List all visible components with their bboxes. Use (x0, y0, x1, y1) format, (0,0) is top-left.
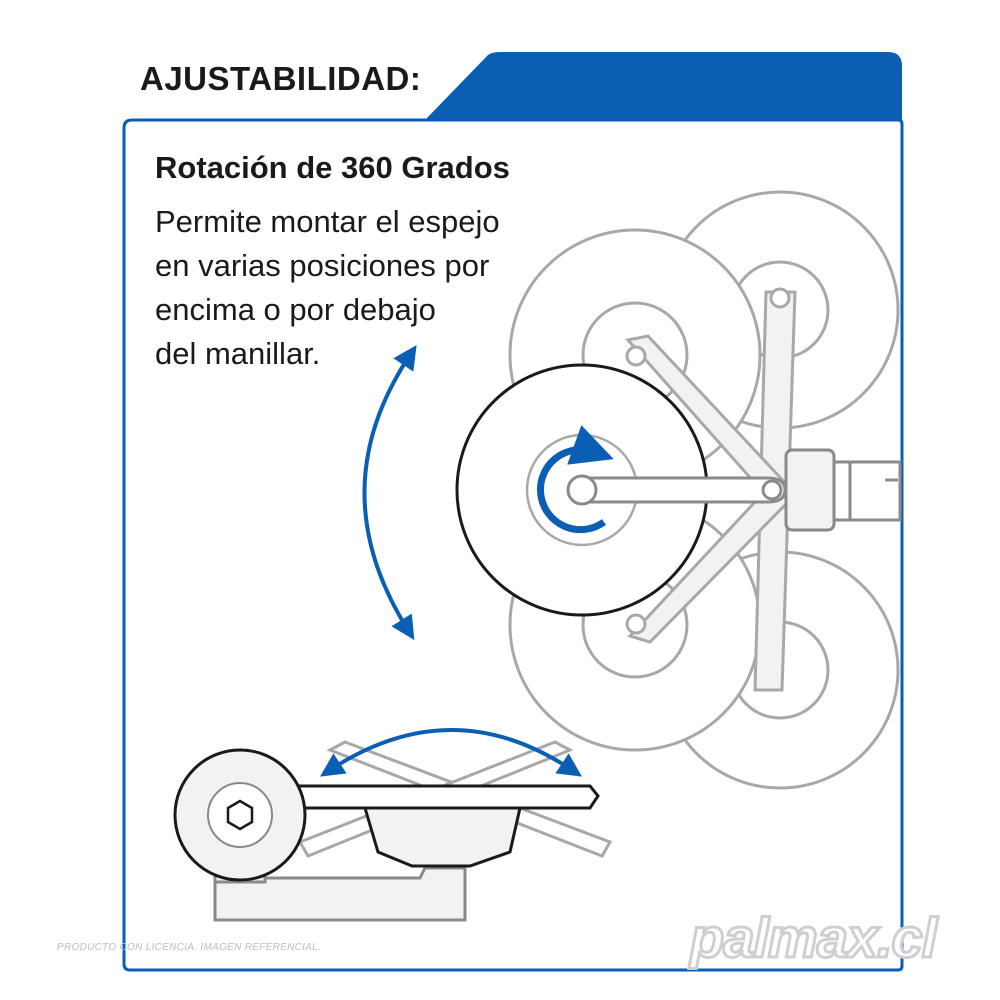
content-frame (122, 118, 904, 972)
side-view-mirror-cup (362, 806, 522, 868)
main-mirror-arm (576, 476, 787, 504)
handlebar-mount (784, 448, 902, 532)
feature-title: Rotación de 360 Grados (155, 150, 510, 185)
description-line: en varias posiciones por (155, 248, 490, 283)
vertical-double-arrow-icon (362, 345, 417, 641)
hex-socket-icon (226, 799, 254, 831)
rotation-arrow-icon (536, 425, 614, 534)
side-view-mirror-mount (173, 740, 613, 922)
feature-description: Permite montar el espejo en varias posic… (155, 200, 555, 376)
side-view-mirror-plate (290, 784, 600, 810)
license-disclaimer: PRODUCTO CON LICENCIA. IMAGEN REFERENCIA… (57, 942, 322, 953)
section-heading: AJUSTABILIDAD: (140, 60, 422, 97)
header-tab (425, 52, 902, 120)
description-line: Permite montar el espejo (155, 204, 500, 239)
side-view-base-bracket (213, 866, 467, 922)
brand-watermark: palmax.cl (688, 905, 938, 971)
description-line: del manillar. (155, 336, 321, 371)
horizontal-double-arrow-icon (319, 728, 582, 777)
description-line: encima o por debajo (155, 292, 436, 327)
